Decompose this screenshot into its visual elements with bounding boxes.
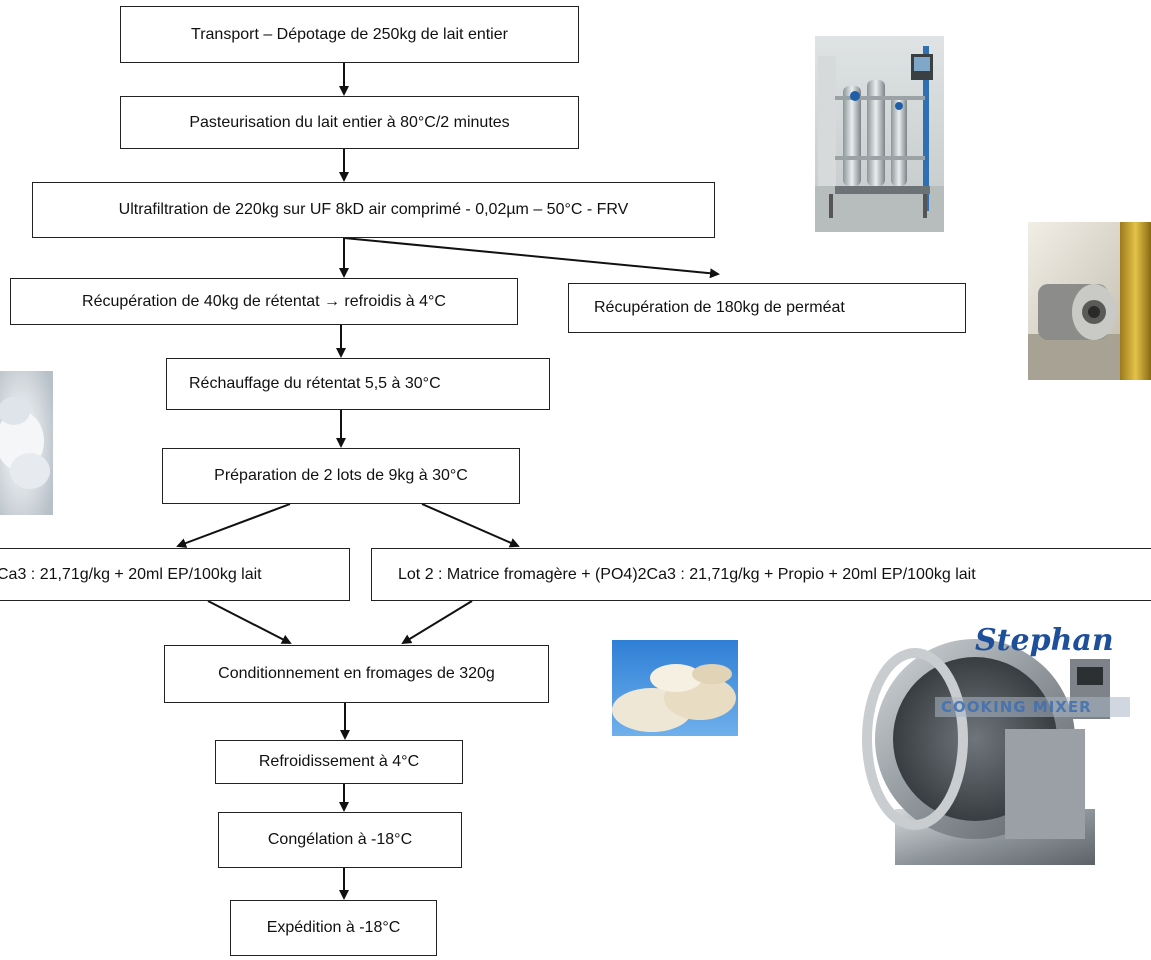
step-conditionnement: Conditionnement en fromages de 320g <box>164 645 549 703</box>
step-transport-label: Transport – Dépotage de 250kg de lait en… <box>191 25 508 43</box>
step-permeat: Récupération de 180kg de perméat <box>568 283 966 333</box>
step-ultrafiltration-label: Ultrafiltration de 220kg sur UF 8kD air … <box>118 201 629 218</box>
arrow-uf-permeat <box>343 237 720 279</box>
step-pasteurisation: Pasteurisation du lait entier à 80°C/2 m… <box>120 96 579 149</box>
arrow-lot2-conditionnement <box>401 600 473 645</box>
step-lot1: Ca3 : 21,71g/kg + 20ml EP/100kg lait <box>0 548 350 601</box>
step-permeat-label: Récupération de 180kg de perméat <box>594 299 845 316</box>
step-preparation: Préparation de 2 lots de 9kg à 30°C <box>162 448 520 504</box>
ultrafiltration-machine-photo <box>815 36 944 232</box>
arrow-preparation-lot1 <box>176 503 291 548</box>
step-refroidissement-label: Refroidissement à 4°C <box>258 753 420 770</box>
step-pasteurisation-label: Pasteurisation du lait entier à 80°C/2 m… <box>189 113 510 131</box>
step-refroidissement: Refroidissement à 4°C <box>215 740 463 784</box>
step-congelation: Congélation à -18°C <box>218 812 462 868</box>
step-expedition-label: Expédition à -18°C <box>266 919 401 936</box>
step-rechauffage-label: Réchauffage du rétentat 5,5 à 30°C <box>189 375 441 392</box>
step-conditionnement-label: Conditionnement en fromages de 320g <box>218 665 495 682</box>
step-lot2-label: Lot 2 : Matrice fromagère + (PO4)2Ca3 : … <box>398 565 976 583</box>
arrow-preparation-lot2 <box>421 503 520 548</box>
step-lot2: Lot 2 : Matrice fromagère + (PO4)2Ca3 : … <box>371 548 1151 601</box>
step-retentat-label: Récupération de 40kg de rétentat → refro… <box>82 292 446 310</box>
calcium-phosphate-powder-photo <box>612 640 738 736</box>
step-congelation-label: Congélation à -18°C <box>267 831 413 848</box>
membrane-filter-photo <box>1028 222 1151 380</box>
step-retentat: Récupération de 40kg de rétentat → refro… <box>10 278 518 325</box>
step-rechauffage: Réchauffage du rétentat 5,5 à 30°C <box>166 358 550 410</box>
step-expedition: Expédition à -18°C <box>230 900 437 956</box>
stephan-cooking-mixer-photo: Stephan COOKING MIXER <box>855 619 1135 875</box>
cheese-matrix-photo <box>0 371 53 515</box>
arrow-lot1-conditionnement <box>207 600 292 644</box>
step-preparation-label: Préparation de 2 lots de 9kg à 30°C <box>214 467 468 484</box>
mixer-brand-logo: Stephan <box>975 623 1114 658</box>
mixer-panel-label: COOKING MIXER <box>941 698 1092 716</box>
step-transport: Transport – Dépotage de 250kg de lait en… <box>120 6 579 63</box>
step-ultrafiltration: Ultrafiltration de 220kg sur UF 8kD air … <box>32 182 715 238</box>
step-lot1-label: Ca3 : 21,71g/kg + 20ml EP/100kg lait <box>0 565 262 583</box>
